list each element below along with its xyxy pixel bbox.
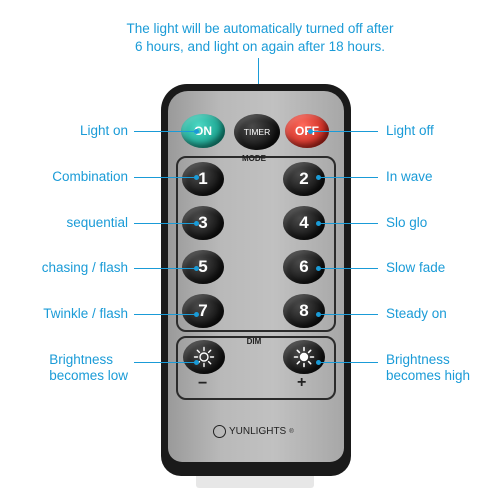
mode-button-8[interactable]: 8 xyxy=(283,294,325,328)
mode-button-5[interactable]: 5 xyxy=(182,250,224,284)
dot-brightness-high xyxy=(316,360,321,365)
callout-slo-glo: Slo glo xyxy=(386,215,428,230)
dot-light-off xyxy=(308,129,313,134)
leader-brightness-low xyxy=(134,362,196,363)
callout-light-on: Light on xyxy=(79,123,128,138)
on-button-label: ON xyxy=(194,124,212,138)
callout-light-off: Light off xyxy=(386,123,434,138)
dim-down-button[interactable] xyxy=(183,340,225,374)
timer-button-label: TIMER xyxy=(243,127,271,137)
dot-twinkle-flash xyxy=(194,312,199,317)
leader-brightness-high xyxy=(318,362,378,363)
dim-label: DIM xyxy=(246,337,262,346)
mode-button-5-label: 5 xyxy=(198,257,208,276)
callout-brightness-high-line-1: Brightness xyxy=(386,352,450,367)
mode-button-3-label: 3 xyxy=(198,213,208,232)
dot-steady-on xyxy=(316,312,321,317)
mode-panel xyxy=(176,156,336,332)
callout-twinkle-flash: Twinkle / flash xyxy=(43,306,128,321)
mode-button-4-label: 4 xyxy=(299,213,309,232)
dot-slow-fade xyxy=(316,266,321,271)
leader-slow-fade xyxy=(318,268,378,269)
sun-filled-icon xyxy=(293,346,315,368)
mode-button-6-label: 6 xyxy=(299,257,309,276)
mode-button-1[interactable]: 1 xyxy=(182,162,224,196)
callout-slow-fade: Slow fade xyxy=(386,260,446,275)
off-button-label: OFF xyxy=(295,124,319,138)
callout-brightness-low-line-2: becomes low xyxy=(49,368,128,383)
leader-light-off xyxy=(310,131,378,132)
callout-brightness-low: Brightness becomes low xyxy=(49,352,128,384)
dot-sequential xyxy=(194,221,199,226)
leader-chasing-flash xyxy=(134,268,196,269)
dot-light-on xyxy=(194,129,199,134)
leader-slo-glo xyxy=(318,223,378,224)
timer-button[interactable]: TIMER xyxy=(234,114,280,150)
mode-button-1-label: 1 xyxy=(198,169,208,188)
dim-panel xyxy=(176,336,336,400)
dot-slo-glo xyxy=(316,221,321,226)
callout-steady-on: Steady on xyxy=(386,306,447,321)
leader-in-wave xyxy=(318,177,378,178)
mode-button-7-label: 7 xyxy=(198,301,208,320)
dim-plus-sign: + xyxy=(297,374,307,391)
callout-sequential: sequential xyxy=(66,215,128,230)
callout-combination: Combination xyxy=(52,169,128,184)
brand-mark-icon xyxy=(213,425,226,438)
brand-logo: YUNLIGHTS® xyxy=(213,425,313,438)
dot-chasing-flash xyxy=(194,266,199,271)
mode-button-7[interactable]: 7 xyxy=(182,294,224,328)
timer-note: The light will be automatically turned o… xyxy=(100,20,420,56)
leader-combination xyxy=(134,177,196,178)
brand-name: YUNLIGHTS xyxy=(229,426,287,437)
dot-brightness-low xyxy=(194,360,199,365)
brand-registered: ® xyxy=(289,428,294,435)
leader-twinkle-flash xyxy=(134,314,196,315)
dim-up-button[interactable] xyxy=(283,340,325,374)
mode-button-2-label: 2 xyxy=(299,169,309,188)
mode-button-8-label: 8 xyxy=(299,301,309,320)
timer-note-line-1: The light will be automatically turned o… xyxy=(126,21,394,36)
callout-brightness-high: Brightness becomes high xyxy=(386,352,470,384)
dot-in-wave xyxy=(316,175,321,180)
callout-in-wave: In wave xyxy=(386,169,433,184)
leader-light-on xyxy=(134,131,196,132)
leader-sequential xyxy=(134,223,196,224)
leader-steady-on xyxy=(318,314,378,315)
callout-brightness-high-line-2: becomes high xyxy=(386,368,471,383)
dim-minus-sign: − xyxy=(198,375,208,392)
callout-brightness-low-line-1: Brightness xyxy=(49,352,113,367)
timer-note-line-2: 6 hours, and light on again after 18 hou… xyxy=(135,39,385,54)
mode-label: MODE xyxy=(242,154,266,163)
callout-chasing-flash: chasing / flash xyxy=(41,260,128,275)
dot-combination xyxy=(194,175,199,180)
